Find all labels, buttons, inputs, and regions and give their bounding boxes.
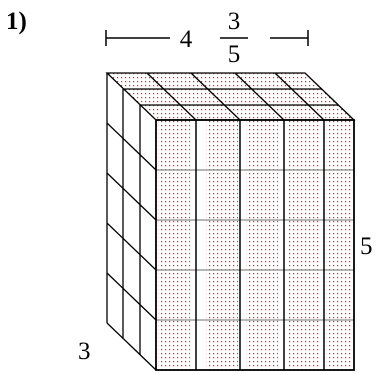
side-face-bottom-edge [106,322,157,371]
depth-label: 3 [78,338,91,365]
height-label: 5 [360,233,373,260]
width-fraction-numerator: 3 [228,8,241,35]
front-column-fill-3 [246,120,278,370]
side-face-row-line-2 [106,172,157,221]
top-face-outline [105,72,356,121]
front-column-fill-5 [326,120,352,370]
width-dimension: 4 3 5 [105,8,309,68]
top-face-column-line-4 [274,72,325,121]
top-face-shading [107,73,354,120]
side-face-row-line-4 [106,272,157,321]
width-whole-number: 4 [180,26,193,53]
front-column-fill-2 [206,120,238,370]
width-fraction-denominator: 5 [228,41,241,68]
side-face-row-line-1 [106,122,157,171]
front-column-fill-4 [288,120,320,370]
rectangular-prism [105,72,356,371]
top-face-column-line-1 [146,72,197,121]
side-face-row-line-3 [106,222,157,271]
top-face-column-line-2 [190,72,241,121]
problem-number: 1) [6,8,27,35]
top-face-column-line-3 [234,72,285,121]
front-column-fill-1 [158,120,190,370]
